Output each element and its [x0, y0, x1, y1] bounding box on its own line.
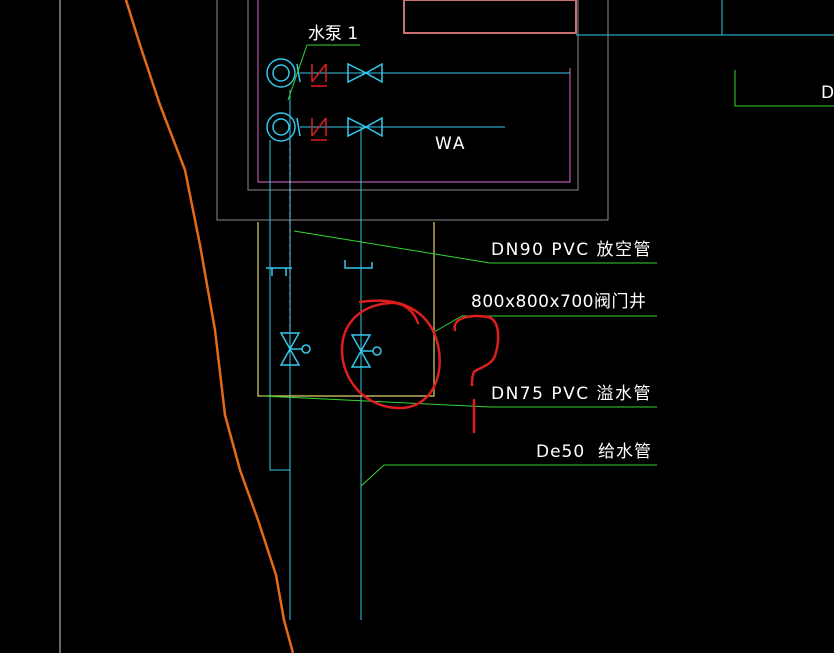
leader-lines: [261, 230, 657, 487]
pump-label-leader: [287, 44, 308, 101]
pump-symbol-upper: [266, 58, 301, 88]
overflow-pipe-label: DN75 PVC 溢水管: [491, 384, 652, 404]
pump-room-walls: [216, 0, 609, 221]
wa-label: WA: [435, 134, 467, 154]
pipe-dogleg: [269, 465, 290, 471]
vent-pipe-label: DN90 PVC 放空管: [491, 240, 652, 260]
pipe-fitting-right: [344, 260, 373, 269]
check-valve-lower: [311, 117, 327, 141]
gate-valve-lower: [347, 116, 383, 138]
supply-pipe-label: De50 给水管: [536, 442, 652, 462]
markup-question-mark: [453, 314, 500, 387]
tank-outline: [257, 0, 577, 183]
valve-well-label: 800x800x700阀门井: [471, 292, 646, 312]
edge-label: D: [821, 83, 834, 103]
pump-label: 水泵 1: [308, 24, 358, 44]
discharge-pipes: [300, 72, 570, 128]
check-valve-upper: [311, 63, 327, 87]
markup-circle: [340, 299, 441, 410]
upper-right-pipes: [576, 0, 834, 36]
gate-valve-upper: [347, 62, 383, 84]
pipe-fitting-left: [266, 267, 292, 276]
gate-valve-well-right: [350, 334, 382, 368]
suction-pipes: [269, 90, 362, 620]
upper-right-leader: [734, 70, 834, 107]
pump-symbol-lower: [266, 112, 301, 142]
site-boundary-line: [124, 0, 295, 653]
gate-valve-well-left: [279, 332, 311, 366]
valve-well-outline: [257, 222, 435, 397]
